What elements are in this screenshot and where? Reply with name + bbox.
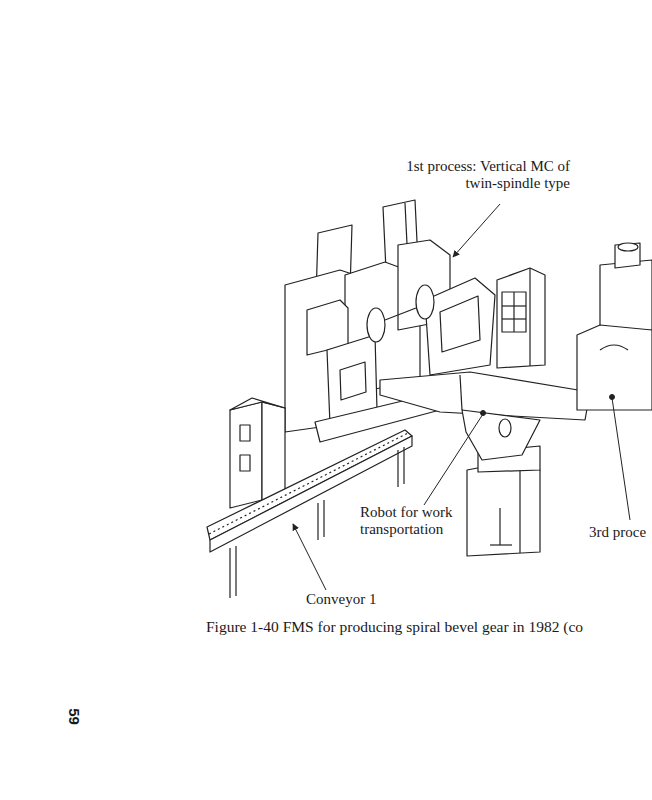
process-label: 1st process: Vertical MC of twin-spindle… — [383, 158, 570, 192]
conveyor-label: Conveyor 1 — [306, 591, 376, 608]
figure-caption: Figure 1-40 FMS for producing spiral bev… — [206, 618, 583, 635]
robot-label: Robot for work transportation — [360, 504, 464, 538]
process-label: 3rd proce — [589, 524, 646, 541]
page-number: 59 — [66, 708, 83, 725]
